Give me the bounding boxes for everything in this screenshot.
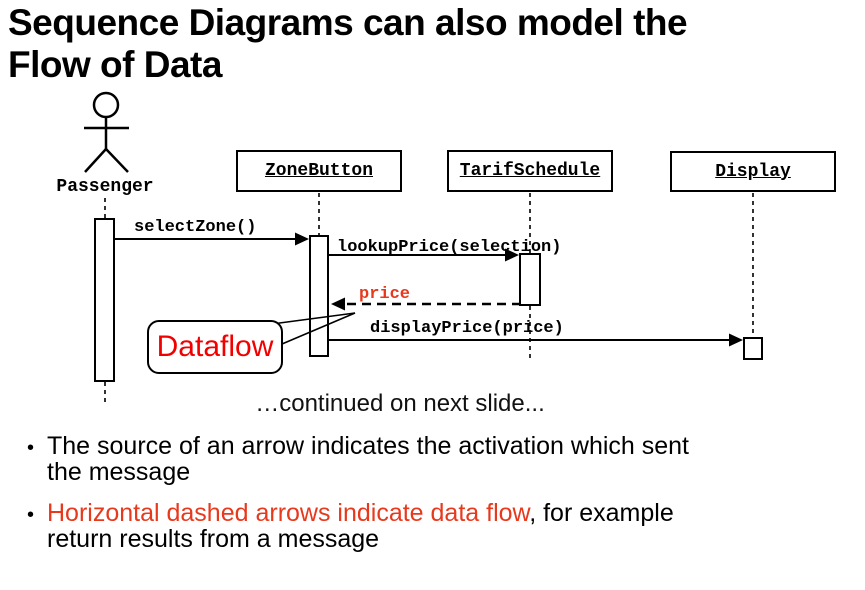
object-label-display: Display <box>715 161 791 182</box>
message-label-lookupprice: lookupPrice(selection) <box>337 238 562 257</box>
bullet-item-2: • Horizontal dashed arrows indicate data… <box>14 500 850 552</box>
actor-icon <box>84 91 129 173</box>
bullet-2-after-red: , for example <box>529 499 674 527</box>
object-box-zonebutton: ZoneButton <box>236 150 402 192</box>
arrowhead-price-dataflow <box>331 297 345 311</box>
object-label-zonebutton: ZoneButton <box>264 161 374 181</box>
message-label-price: price <box>359 285 411 304</box>
object-box-display: Display <box>670 151 836 192</box>
bullet-marker: • <box>26 437 34 459</box>
arrowhead-selectzone <box>295 232 309 246</box>
bullet-1-line-1: The source of an arrow indicates the act… <box>47 432 690 460</box>
bullet-2-line-1: Horizontal dashed arrows indicate data f… <box>47 500 674 526</box>
bullet-2-text: Horizontal dashed arrows indicate data f… <box>47 500 674 552</box>
arrowhead-displayprice <box>729 333 743 347</box>
bullet-1-line-2: the message <box>47 458 191 486</box>
object-label-tarifschedule: TarifSchedule <box>459 161 601 181</box>
title-line-2: Flow of Data <box>8 44 222 85</box>
bullet-2-red-phrase: Horizontal dashed arrows indicate data f… <box>47 499 530 527</box>
page-title: Sequence Diagrams can also model the Flo… <box>8 2 818 86</box>
message-label-displayprice: displayPrice(price) <box>370 319 564 338</box>
activation-bar-zonebutton <box>309 235 329 357</box>
activation-bar-passenger <box>94 218 115 382</box>
message-label-selectzone: selectZone() <box>134 218 257 237</box>
bullet-2-line-2: return results from a message <box>47 525 380 553</box>
dataflow-callout-label: Dataflow <box>156 330 274 363</box>
bullet-marker: • <box>26 504 34 526</box>
bullet-1-text: The source of an arrow indicates the act… <box>47 433 689 485</box>
dataflow-callout: Dataflow <box>147 320 283 374</box>
bullet-item-1: • The source of an arrow indicates the a… <box>14 433 850 485</box>
object-box-tarifschedule: TarifSchedule <box>447 150 613 192</box>
continued-note: …continued on next slide... <box>255 390 545 417</box>
activation-bar-display <box>743 337 763 360</box>
actor-label: Passenger <box>56 177 154 197</box>
title-line-1: Sequence Diagrams can also model the <box>8 2 688 43</box>
activation-bar-tarifschedule <box>519 253 541 306</box>
